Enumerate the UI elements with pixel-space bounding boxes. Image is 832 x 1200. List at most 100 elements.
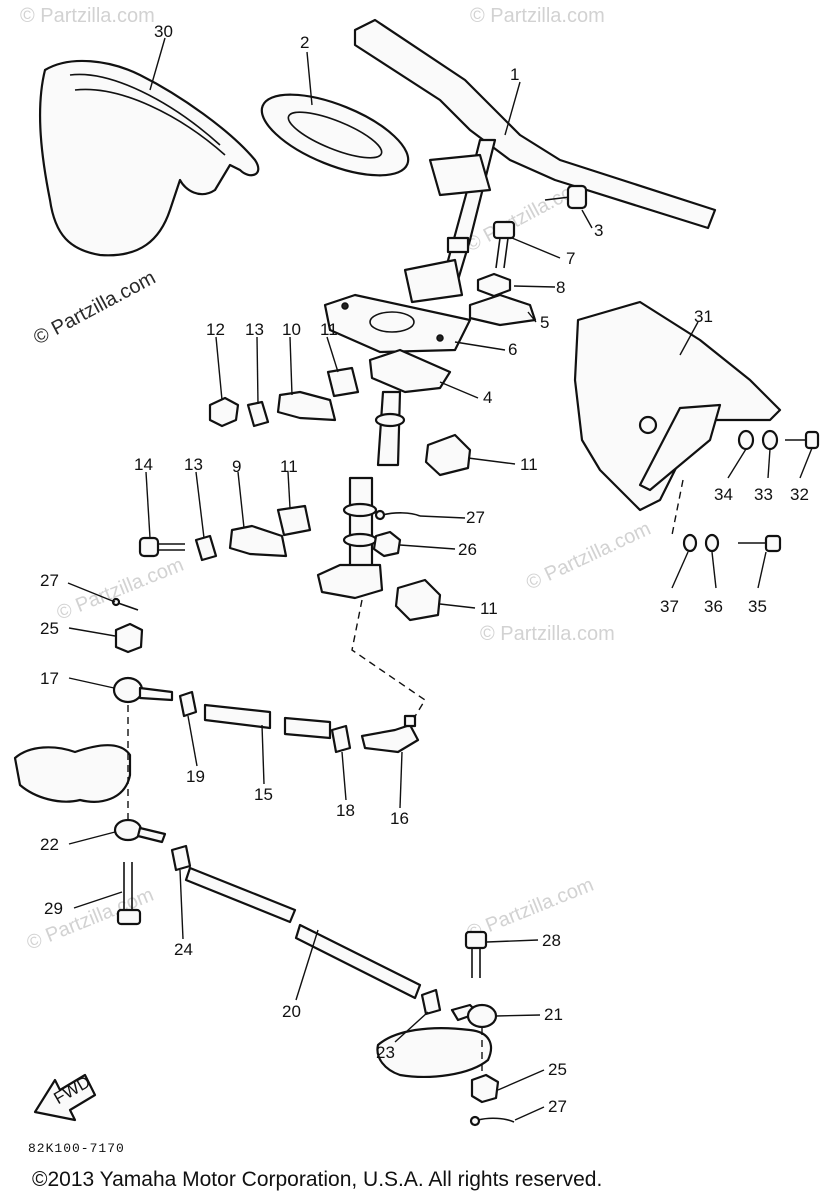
part-9-bracket: [228, 524, 288, 558]
label-8: 8: [556, 278, 565, 297]
label-7: 7: [566, 249, 575, 268]
label-14: 14: [134, 455, 153, 474]
label-1: 1: [510, 65, 519, 84]
watermark: © Partzilla.com: [20, 5, 155, 27]
label-11: 11: [520, 455, 538, 474]
label-32: 32: [790, 485, 809, 504]
part-1-handlebar: [353, 18, 717, 304]
label-29: 29: [44, 899, 63, 918]
part-11-mount: [326, 366, 360, 398]
label-17: 17: [40, 669, 59, 688]
leader-column-16: [351, 599, 426, 719]
label-34: 34: [714, 485, 733, 504]
part-11-mount: [424, 433, 472, 477]
part-35-bolt: [738, 534, 782, 553]
leader-lines: [67, 37, 813, 1121]
watermark-dark: © Partzilla.com: [30, 267, 159, 350]
diagram-code: 82K100-7170: [28, 1141, 125, 1156]
part-27-pin: [111, 597, 139, 611]
label-3: 3: [594, 221, 603, 240]
part-25-nut: [470, 1073, 500, 1104]
part-11-mount: [394, 578, 442, 622]
watermark: © Partzilla.com: [54, 554, 187, 625]
part-31-cover: [573, 300, 782, 512]
part-20-rod: [184, 866, 422, 1000]
part-10-bracket: [276, 390, 337, 422]
leader-31-35: [671, 479, 684, 536]
part-23-collar: [420, 988, 442, 1016]
part-2-grip: [260, 93, 410, 177]
part-28-bolt: [464, 930, 488, 978]
label-27: 27: [548, 1097, 567, 1116]
part-18-collar: [330, 724, 352, 754]
watermark: © Partzilla.com: [480, 623, 615, 645]
label-31: 31: [694, 307, 713, 326]
label-9: 9: [232, 457, 241, 476]
label-20: 20: [282, 1002, 301, 1021]
label-11: 11: [280, 457, 298, 476]
part-column-lower: [316, 476, 384, 600]
part-16-joint: [360, 714, 420, 754]
part-24-collar: [170, 844, 192, 872]
label-25: 25: [40, 619, 59, 638]
label-12: 12: [206, 320, 225, 339]
fwd-arrow-icon: FWD: [33, 1072, 97, 1122]
label-6: 6: [508, 340, 517, 359]
label-27: 27: [40, 571, 59, 590]
label-28: 28: [542, 931, 561, 950]
label-35: 35: [748, 597, 767, 616]
label-11: 11: [480, 599, 498, 618]
label-23: 23: [376, 1043, 395, 1062]
part-labels: 1 2 3 4 5 6 7 8 9 10 11 11 11 11 12 13 1…: [40, 22, 809, 1116]
part-32-bolt: [785, 430, 820, 450]
part-19-collar: [178, 690, 198, 718]
label-37: 37: [660, 597, 679, 616]
label-13: 13: [245, 320, 264, 339]
nozzle-bracket-right: [376, 1027, 493, 1078]
part-36-washer: [704, 533, 720, 553]
watermark: © Partzilla.com: [470, 5, 605, 27]
label-5: 5: [540, 313, 549, 332]
label-27: 27: [466, 508, 485, 527]
part-15-cable: [203, 703, 332, 740]
part-3-bolt: [544, 184, 588, 210]
part-5-clamp: [468, 293, 537, 327]
label-22: 22: [40, 835, 59, 854]
part-13-clip: [194, 534, 218, 562]
label-25: 25: [548, 1060, 567, 1079]
label-11: 11: [320, 320, 338, 339]
part-6-plate: [323, 293, 472, 354]
label-15: 15: [254, 785, 273, 804]
label-4: 4: [483, 388, 492, 407]
part-33-washer: [761, 429, 779, 451]
label-13: 13: [184, 455, 203, 474]
label-26: 26: [458, 540, 477, 559]
label-19: 19: [186, 767, 205, 786]
part-26-nut: [372, 530, 402, 558]
label-16: 16: [390, 809, 409, 828]
label-33: 33: [754, 485, 773, 504]
part-37-washer: [682, 533, 698, 553]
label-24: 24: [174, 940, 193, 959]
part-21-joint: [450, 1003, 498, 1029]
label-30: 30: [154, 22, 173, 41]
part-17-ball-joint: [112, 676, 174, 704]
part-29-bolt: [116, 862, 142, 926]
part-22-joint: [113, 818, 167, 844]
part-34-washer: [737, 429, 755, 451]
part-4-column: [368, 348, 452, 467]
part-12-nut: [208, 396, 240, 428]
copyright-notice: ©2013 Yamaha Motor Corporation, U.S.A. A…: [32, 1168, 603, 1191]
part-25-nut: [114, 622, 144, 654]
part-7-bolt: [492, 220, 516, 269]
watermark: © Partzilla.com: [523, 518, 654, 595]
part-14-bolt: [138, 536, 185, 558]
part-8-nut: [476, 272, 512, 298]
label-10: 10: [282, 320, 301, 339]
part-30-handle-cover: [38, 59, 260, 257]
label-21: 21: [544, 1005, 563, 1024]
nozzle-bracket-left: [13, 744, 132, 803]
part-27-pin: [374, 509, 421, 521]
label-2: 2: [300, 33, 309, 52]
